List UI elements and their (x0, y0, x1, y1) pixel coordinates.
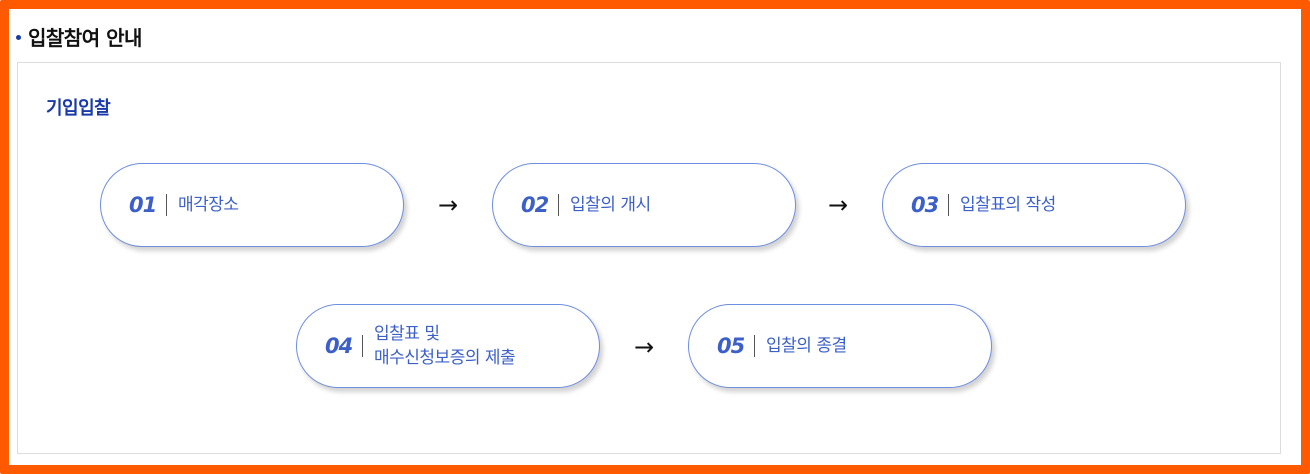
step-04: 04 입찰표 및 매수신청보증의 제출 (296, 304, 600, 388)
step-number: 04 (325, 334, 353, 358)
section-title-text: 입찰참여 안내 (28, 26, 142, 50)
step-label: 입찰표 및 매수신청보증의 제출 (374, 322, 594, 370)
section-title: 입찰참여 안내 (16, 22, 142, 51)
step-divider (166, 194, 167, 216)
step-label: 입찰표의 작성 (960, 195, 1056, 215)
step-divider (558, 194, 559, 216)
step-02: 02 입찰의 개시 (492, 163, 796, 247)
step-divider (948, 194, 949, 216)
step-03: 03 입찰표의 작성 (882, 163, 1186, 247)
process-panel: 기입입찰 01 매각장소 → 02 입찰의 개시 → 03 입찰표의 작성 04… (17, 62, 1281, 454)
bullet-icon (16, 35, 21, 40)
step-01: 01 매각장소 (100, 163, 404, 247)
step-divider (362, 335, 363, 357)
panel-title: 기입입찰 (46, 98, 111, 119)
step-number: 03 (911, 193, 939, 217)
arrow-right-icon: → (438, 191, 459, 219)
step-number: 01 (129, 193, 157, 217)
arrow-right-icon: → (828, 191, 849, 219)
step-number: 02 (521, 193, 549, 217)
step-label: 입찰의 종결 (766, 336, 847, 356)
step-divider (754, 335, 755, 357)
step-number: 05 (717, 334, 745, 358)
step-label: 입찰의 개시 (570, 195, 651, 215)
step-label-line2: 매수신청보증의 제출 (374, 348, 516, 368)
arrow-right-icon: → (634, 333, 655, 361)
step-label: 매각장소 (178, 195, 239, 215)
step-label-line1: 입찰표 및 (374, 324, 440, 344)
step-05: 05 입찰의 종결 (688, 304, 992, 388)
